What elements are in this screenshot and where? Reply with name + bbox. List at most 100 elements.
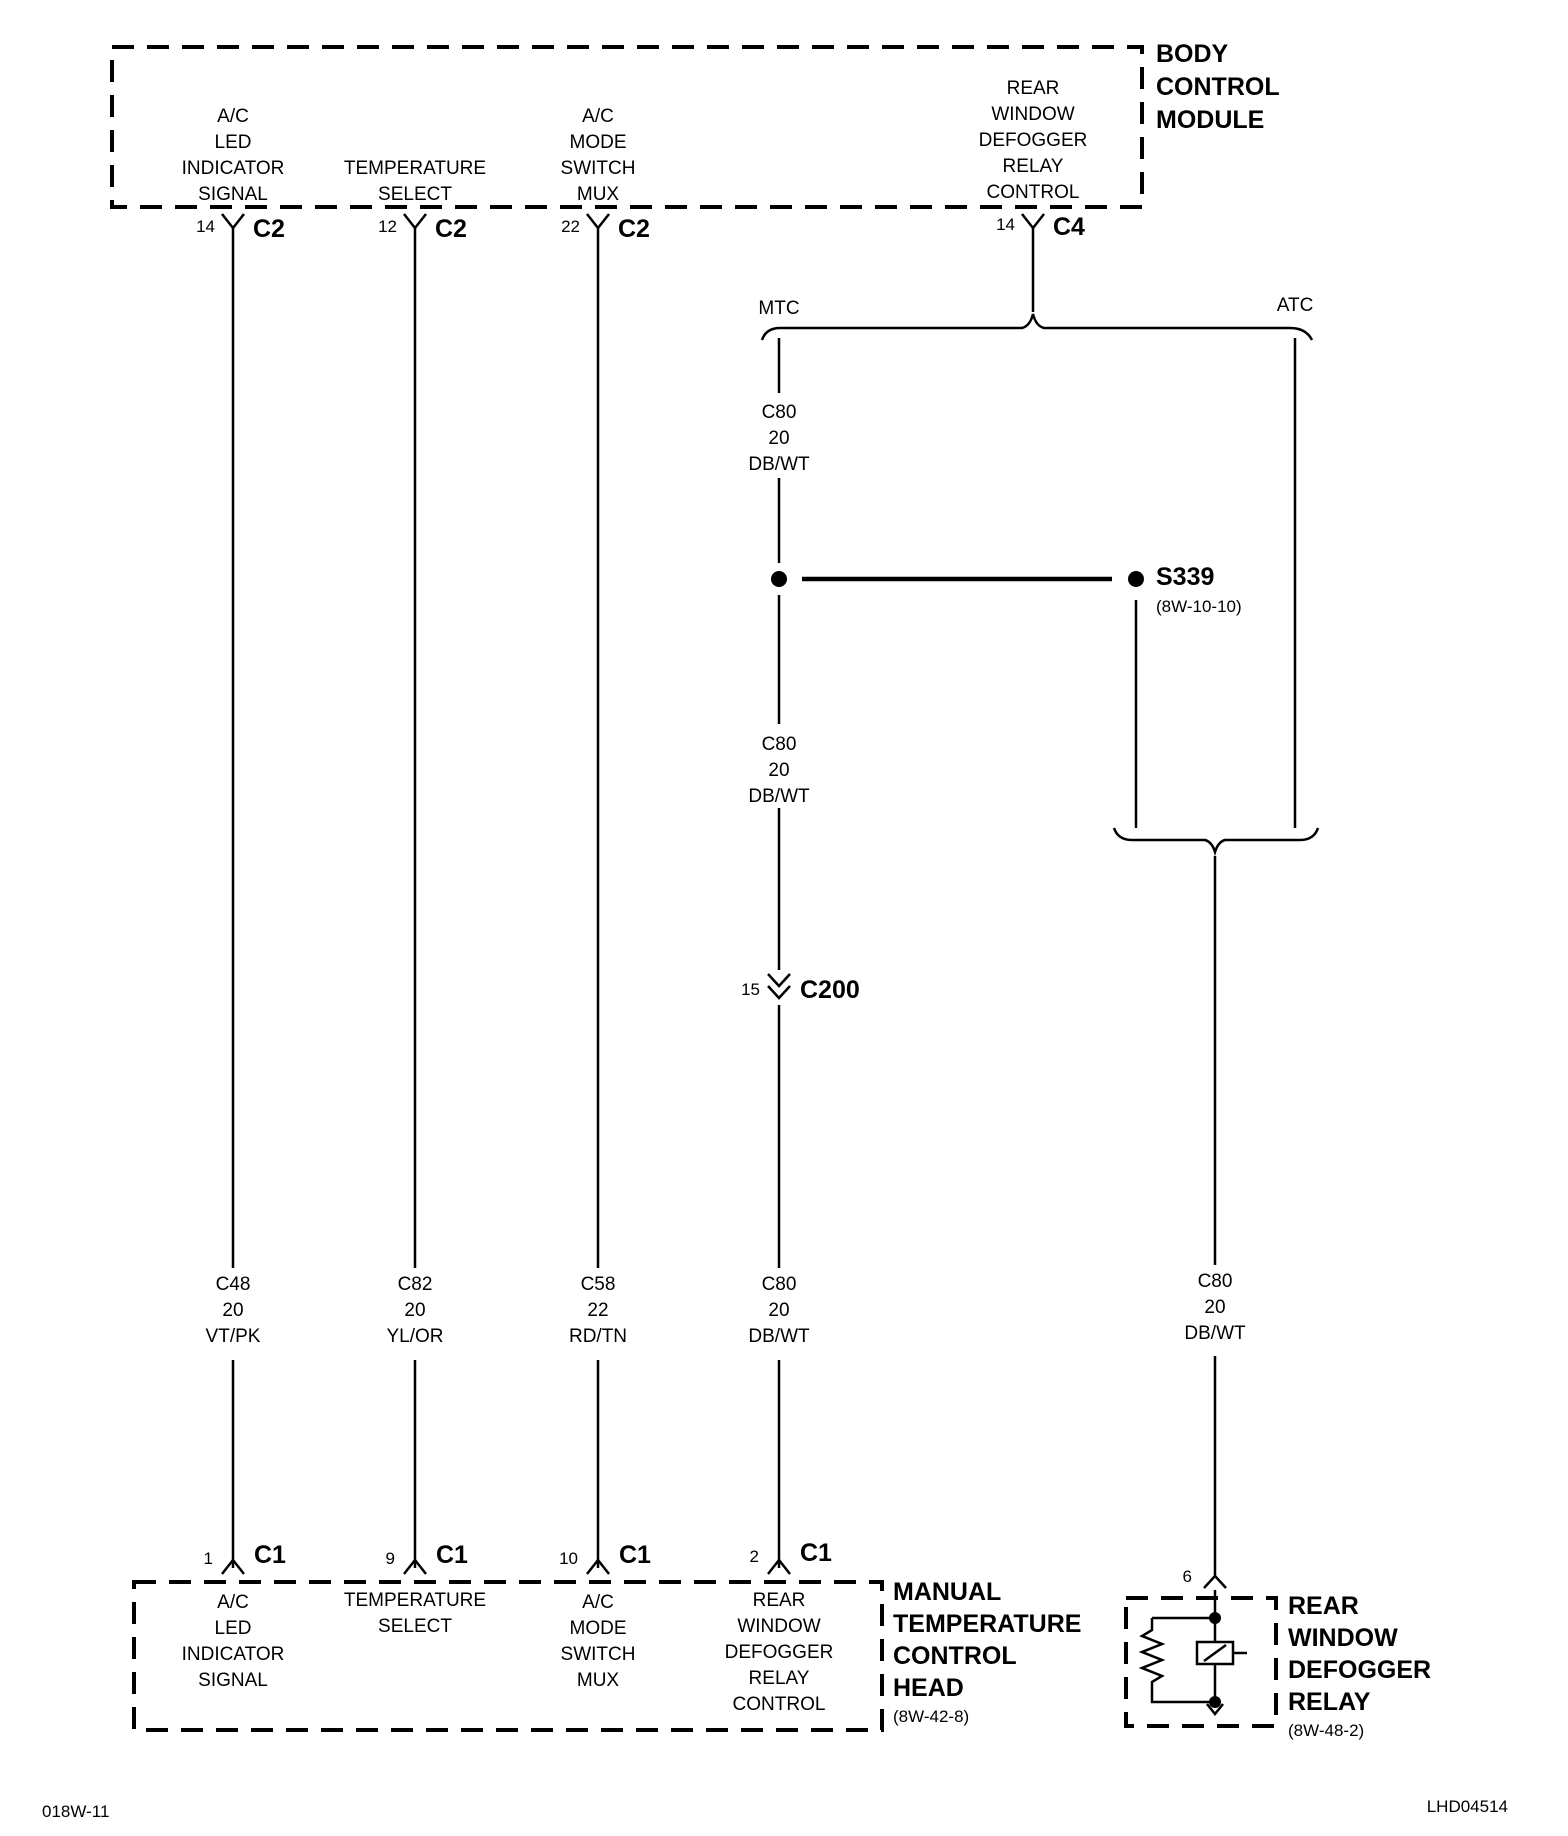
svg-text:SIGNAL: SIGNAL bbox=[198, 184, 268, 205]
svg-text:SELECT: SELECT bbox=[378, 1616, 452, 1637]
splice-s339-name: S339 bbox=[1156, 563, 1214, 591]
svg-text:TEMPERATURE: TEMPERATURE bbox=[893, 1610, 1081, 1638]
wire-c58-label: C58 22 RD/TN bbox=[569, 1274, 627, 1347]
svg-text:14: 14 bbox=[196, 217, 215, 236]
svg-text:RELAY: RELAY bbox=[749, 1668, 810, 1689]
svg-text:RD/TN: RD/TN bbox=[569, 1326, 627, 1347]
bcm-pin-label-ac-led: A/C LED INDICATOR SIGNAL bbox=[182, 106, 285, 205]
svg-text:C80: C80 bbox=[1198, 1271, 1233, 1292]
svg-text:DB/WT: DB/WT bbox=[1184, 1323, 1246, 1344]
branch-atc-label: ATC bbox=[1277, 295, 1314, 316]
svg-text:C48: C48 bbox=[216, 1274, 251, 1295]
bcm-pin-label-ac-mode: A/C MODE SWITCH MUX bbox=[561, 106, 636, 205]
svg-text:A/C: A/C bbox=[582, 106, 614, 127]
svg-text:C80: C80 bbox=[762, 1274, 797, 1295]
svg-text:10: 10 bbox=[559, 1549, 578, 1568]
svg-text:15: 15 bbox=[741, 980, 760, 999]
mtch-connector-c1-pin1: 1 C1 bbox=[204, 1541, 286, 1575]
svg-text:C1: C1 bbox=[436, 1541, 468, 1569]
svg-text:DEFOGGER: DEFOGGER bbox=[1288, 1656, 1431, 1684]
svg-text:DB/WT: DB/WT bbox=[748, 786, 810, 807]
mtch-title: MANUAL TEMPERATURE CONTROL HEAD (8W-42-8… bbox=[893, 1578, 1081, 1726]
svg-text:C80: C80 bbox=[762, 402, 797, 423]
mtch-connector-c1-pin2: 2 C1 bbox=[750, 1539, 832, 1575]
wire-c80-right-label: C80 20 DB/WT bbox=[1184, 1271, 1246, 1344]
svg-text:20: 20 bbox=[768, 760, 789, 781]
branch-mtc-label: MTC bbox=[758, 298, 799, 319]
relay-title: REAR WINDOW DEFOGGER RELAY (8W-48-2) bbox=[1288, 1592, 1431, 1740]
mtch-connector-c1-pin10: 10 C1 bbox=[559, 1541, 651, 1575]
svg-text:WINDOW: WINDOW bbox=[737, 1616, 820, 1637]
footer-left-code: 018W-11 bbox=[42, 1802, 109, 1821]
svg-text:22: 22 bbox=[561, 217, 580, 236]
svg-text:20: 20 bbox=[768, 428, 789, 449]
mtch-pin-label-temperature-select: TEMPERATURE SELECT bbox=[344, 1590, 486, 1637]
svg-text:C80: C80 bbox=[762, 734, 797, 755]
svg-text:12: 12 bbox=[378, 217, 397, 236]
svg-text:SIGNAL: SIGNAL bbox=[198, 1670, 268, 1691]
wire-c80-mtc: C80 20 DB/WT C80 20 DB/WT C80 20 DB/WT bbox=[748, 338, 810, 1568]
svg-text:MODE: MODE bbox=[570, 132, 627, 153]
splice-s339: S339 (8W-10-10) bbox=[771, 563, 1242, 828]
svg-text:20: 20 bbox=[768, 1300, 789, 1321]
bcm-connector-c2-pin14: 14 C2 bbox=[196, 213, 285, 243]
svg-text:WINDOW: WINDOW bbox=[991, 104, 1074, 125]
svg-text:DB/WT: DB/WT bbox=[748, 1326, 810, 1347]
wire-c80-middle-label: C80 20 DB/WT bbox=[748, 734, 810, 807]
svg-text:A/C: A/C bbox=[217, 1592, 249, 1613]
svg-text:C4: C4 bbox=[1053, 213, 1085, 241]
bcm-connector-c2-pin22: 22 C2 bbox=[561, 213, 650, 243]
svg-text:20: 20 bbox=[222, 1300, 243, 1321]
svg-text:C200: C200 bbox=[800, 976, 860, 1004]
svg-text:A/C: A/C bbox=[217, 106, 249, 127]
wire-c48-label: C48 20 VT/PK bbox=[206, 1274, 261, 1347]
svg-text:MUX: MUX bbox=[577, 184, 620, 205]
svg-text:REAR: REAR bbox=[1007, 78, 1060, 99]
svg-text:C1: C1 bbox=[254, 1541, 286, 1569]
branch-brace-bottom bbox=[1112, 827, 1320, 857]
svg-text:C58: C58 bbox=[581, 1274, 616, 1295]
svg-text:MODULE: MODULE bbox=[1156, 106, 1264, 134]
svg-text:HEAD: HEAD bbox=[893, 1674, 964, 1702]
mtch-ref: (8W-42-8) bbox=[893, 1707, 969, 1726]
svg-text:RELAY: RELAY bbox=[1288, 1688, 1371, 1716]
svg-text:WINDOW: WINDOW bbox=[1288, 1624, 1398, 1652]
bcm-connector-c2-pin12: 12 C2 bbox=[378, 213, 467, 243]
svg-text:MANUAL: MANUAL bbox=[893, 1578, 1001, 1606]
svg-text:C1: C1 bbox=[800, 1539, 832, 1567]
relay-connector-pin6: 6 bbox=[1183, 1567, 1227, 1589]
svg-text:LED: LED bbox=[215, 132, 252, 153]
svg-text:TEMPERATURE: TEMPERATURE bbox=[344, 158, 486, 179]
svg-text:14: 14 bbox=[996, 215, 1015, 234]
svg-text:C82: C82 bbox=[398, 1274, 433, 1295]
svg-text:TEMPERATURE: TEMPERATURE bbox=[344, 1590, 486, 1611]
bcm-connector-c4-pin14: 14 C4 bbox=[996, 213, 1085, 241]
svg-text:C2: C2 bbox=[253, 215, 285, 243]
wire-c80-right: C80 20 DB/WT bbox=[1184, 856, 1246, 1578]
svg-text:20: 20 bbox=[404, 1300, 425, 1321]
wire-c80-lower-label: C80 20 DB/WT bbox=[748, 1274, 810, 1347]
relay-ref: (8W-48-2) bbox=[1288, 1721, 1364, 1740]
inline-connector-c200: 15 C200 bbox=[741, 973, 860, 1004]
svg-text:REAR: REAR bbox=[1288, 1592, 1359, 1620]
svg-text:REAR: REAR bbox=[753, 1590, 806, 1611]
svg-text:SWITCH: SWITCH bbox=[561, 158, 636, 179]
svg-text:DEFOGGER: DEFOGGER bbox=[725, 1642, 834, 1663]
mtch-pin-label-ac-mode: A/C MODE SWITCH MUX bbox=[561, 1592, 636, 1691]
svg-text:22: 22 bbox=[587, 1300, 608, 1321]
svg-text:CONTROL: CONTROL bbox=[893, 1642, 1017, 1670]
relay-symbol bbox=[1138, 1590, 1247, 1717]
svg-text:MODE: MODE bbox=[570, 1618, 627, 1639]
mtch-pin-label-defogger: REAR WINDOW DEFOGGER RELAY CONTROL bbox=[725, 1590, 834, 1715]
bcm-pin-label-temperature-select: TEMPERATURE SELECT bbox=[344, 158, 486, 205]
svg-text:SELECT: SELECT bbox=[378, 184, 452, 205]
mtch-pin-label-ac-led: A/C LED INDICATOR SIGNAL bbox=[182, 1592, 285, 1691]
relay-box bbox=[1124, 1596, 1278, 1728]
svg-text:RELAY: RELAY bbox=[1003, 156, 1064, 177]
bcm-pin-label-defogger: REAR WINDOW DEFOGGER RELAY CONTROL bbox=[979, 78, 1088, 203]
svg-text:DB/WT: DB/WT bbox=[748, 454, 810, 475]
svg-text:CONTROL: CONTROL bbox=[733, 1694, 826, 1715]
svg-text:9: 9 bbox=[386, 1549, 395, 1568]
svg-text:INDICATOR: INDICATOR bbox=[182, 1644, 285, 1665]
wire-c58: C58 22 RD/TN bbox=[569, 228, 627, 1568]
